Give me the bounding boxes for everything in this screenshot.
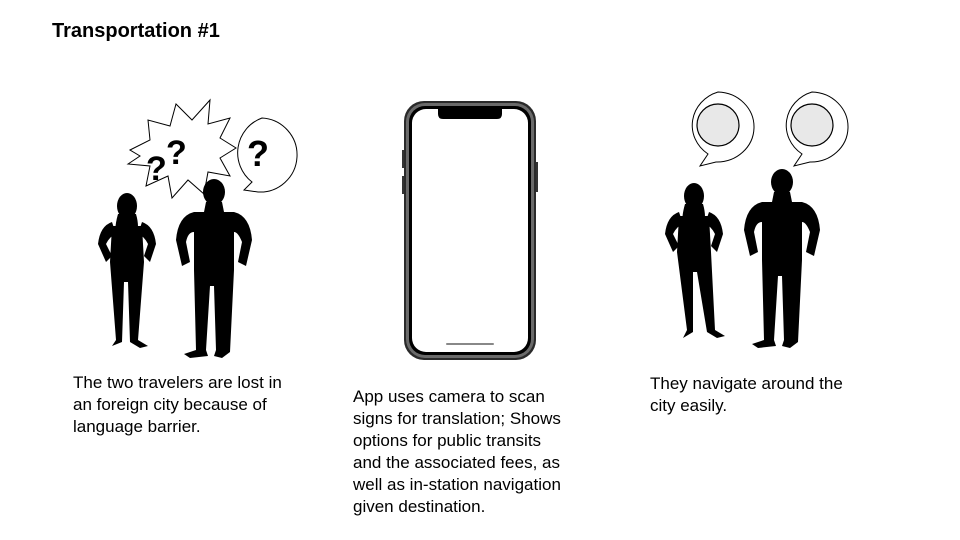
question-marks: ? bbox=[146, 150, 167, 188]
svg-text:?: ? bbox=[166, 134, 187, 172]
panel-3-caption: They navigate around the city easily. bbox=[650, 374, 843, 415]
woman-silhouette bbox=[98, 193, 156, 348]
phone-notch bbox=[438, 109, 502, 119]
panel-1-caption: The two travelers are lost in an foreign… bbox=[73, 373, 282, 436]
smartphone bbox=[402, 101, 538, 360]
man-silhouette bbox=[176, 179, 252, 358]
question-speech-bubble: ? bbox=[237, 117, 298, 193]
speech-bubble-right bbox=[785, 91, 849, 167]
speech-bubble-left bbox=[691, 91, 755, 167]
svg-text:?: ? bbox=[247, 133, 269, 174]
confused-burst-bubble: ? ? bbox=[126, 98, 237, 200]
man-silhouette bbox=[744, 169, 820, 348]
woman-silhouette bbox=[665, 183, 725, 338]
panel-2-caption: App uses camera to scan signs for transl… bbox=[353, 387, 561, 516]
home-indicator bbox=[446, 343, 494, 345]
slide-title: Transportation #1 bbox=[52, 20, 220, 42]
